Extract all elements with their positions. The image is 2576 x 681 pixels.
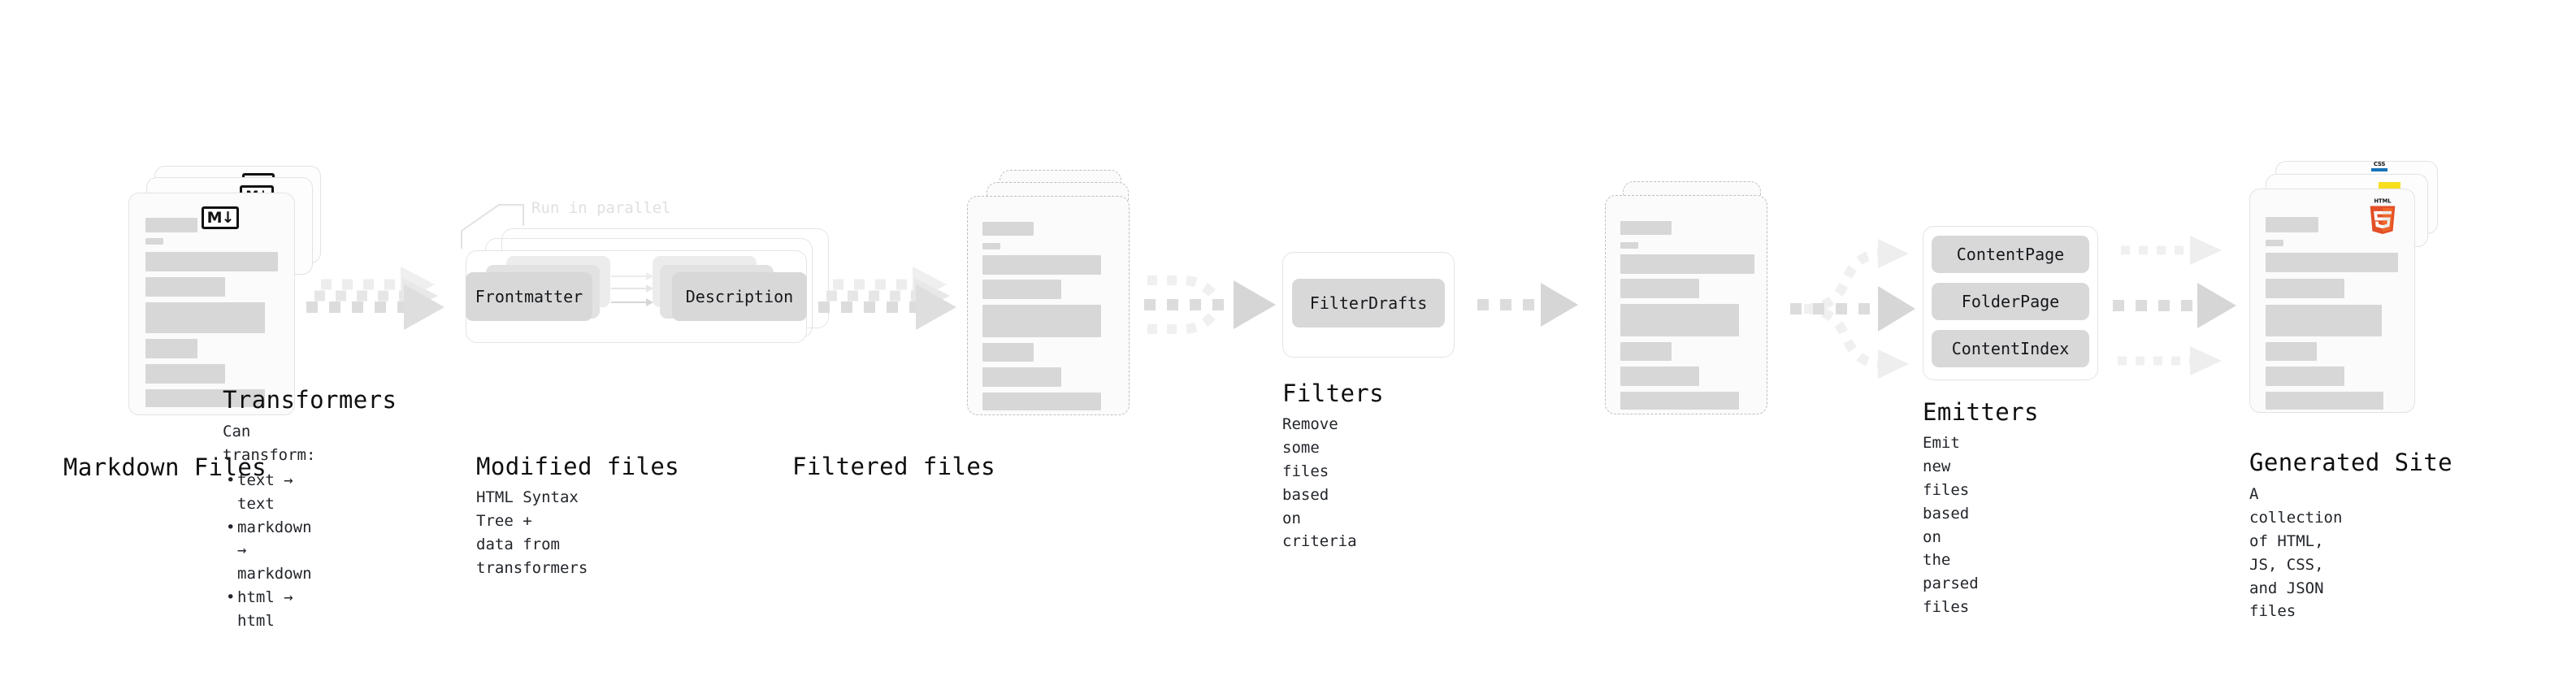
filters-chip-label: FilterDrafts bbox=[1309, 293, 1428, 313]
emitters-chip-folderpage[interactable]: FolderPage bbox=[1932, 283, 2089, 320]
transformer-chip-description[interactable]: Description bbox=[672, 272, 807, 321]
emitters-chip-contentindex[interactable]: ContentIndex bbox=[1932, 330, 2089, 367]
doc-bar bbox=[2266, 217, 2318, 232]
transformer-chip-label: Description bbox=[685, 287, 794, 306]
doc-bar bbox=[145, 389, 265, 407]
doc-bar bbox=[1620, 279, 1699, 298]
filtered-card-front bbox=[1605, 195, 1767, 414]
doc-bar bbox=[2266, 279, 2344, 298]
emitters-chip-contentpage[interactable]: ContentPage bbox=[1932, 236, 2089, 273]
emitters-chip-label: FolderPage bbox=[1961, 292, 2060, 311]
emitters-chip-label: ContentPage bbox=[1956, 245, 2065, 264]
doc-bar bbox=[145, 252, 278, 271]
step-desc-modified-files: HTML Syntax Tree + data from transformer… bbox=[476, 488, 588, 577]
list-item: html → html bbox=[223, 586, 315, 633]
connector-modified-to-filters bbox=[1138, 244, 1292, 366]
step-title-modified-files: Modified files bbox=[476, 453, 680, 480]
doc-bar bbox=[2266, 342, 2317, 361]
step-desc-emitters: Emit new files based on the parsed files bbox=[1923, 434, 1979, 617]
transformer-chip-frontmatter[interactable]: Frontmatter bbox=[466, 272, 592, 321]
doc-bar bbox=[2266, 392, 2383, 410]
step-desc-generated-site: A collection of HTML, JS, CSS, and JSON … bbox=[2249, 485, 2343, 621]
markdown-card-front bbox=[128, 193, 295, 415]
doc-bar bbox=[1620, 254, 1754, 274]
doc-bar bbox=[1620, 342, 1672, 361]
step-title-filters: Filters bbox=[1282, 380, 1385, 407]
doc-bar bbox=[982, 222, 1034, 236]
transformers-desc-intro: Can transform: bbox=[223, 423, 316, 464]
transformers-bullet-list: text → text markdown → markdown html → h… bbox=[223, 469, 315, 633]
doc-bar bbox=[2266, 367, 2344, 386]
doc-bar bbox=[982, 305, 1101, 337]
doc-bar bbox=[982, 367, 1061, 387]
doc-bar bbox=[982, 393, 1101, 410]
css3-icon-label: CSS bbox=[2373, 161, 2386, 167]
doc-bar bbox=[982, 343, 1034, 362]
markdown-icon: M↓ bbox=[202, 206, 239, 229]
connector-filtered-to-emitters bbox=[1776, 236, 1934, 382]
transformer-inner-arrows bbox=[611, 272, 653, 306]
parallel-label: Run in parallel bbox=[531, 199, 671, 217]
step-title-transformers: Transformers bbox=[223, 386, 397, 414]
doc-bar bbox=[145, 302, 265, 333]
doc-bar bbox=[1620, 367, 1699, 386]
doc-bar bbox=[145, 277, 225, 297]
doc-bar bbox=[982, 255, 1101, 275]
list-item: markdown → markdown bbox=[223, 516, 315, 587]
transformers-description-block: Can transform: text → text markdown → ma… bbox=[223, 420, 315, 633]
doc-bar bbox=[982, 280, 1061, 299]
doc-bar bbox=[2266, 305, 2382, 336]
step-title-emitters: Emitters bbox=[1923, 398, 2039, 426]
list-item: text → text bbox=[223, 469, 315, 516]
doc-bar bbox=[1620, 221, 1672, 235]
parallel-bracket-icon bbox=[461, 204, 524, 249]
doc-bar bbox=[2266, 253, 2398, 272]
emitters-chip-label: ContentIndex bbox=[1951, 339, 2070, 358]
connector-md-to-transformers bbox=[305, 260, 455, 349]
doc-bar bbox=[145, 364, 225, 384]
doc-bar bbox=[982, 243, 1000, 249]
filters-chip-filterdrafts[interactable]: FilterDrafts bbox=[1292, 279, 1445, 327]
doc-bar bbox=[2266, 240, 2283, 246]
transformer-chip-label: Frontmatter bbox=[475, 287, 583, 306]
svg-text:HTML: HTML bbox=[2374, 198, 2392, 205]
step-title-filtered-files: Filtered files bbox=[792, 453, 996, 480]
doc-bar bbox=[1620, 304, 1739, 336]
connector-emitters-to-site bbox=[2106, 232, 2253, 379]
modified-card-front bbox=[967, 196, 1130, 415]
doc-bar bbox=[1620, 392, 1739, 410]
step-desc-filters: Remove some files based on criteria bbox=[1282, 415, 1357, 551]
doc-bar bbox=[145, 218, 197, 232]
connector-transformers-to-modified bbox=[817, 260, 967, 349]
doc-bar bbox=[145, 339, 197, 358]
css3-icon: CSS bbox=[2371, 161, 2387, 171]
connector-filters-to-filtered bbox=[1463, 276, 1593, 333]
doc-bar bbox=[1620, 242, 1638, 249]
html5-icon: HTML bbox=[2370, 198, 2396, 235]
step-title-generated-site: Generated Site bbox=[2249, 449, 2453, 476]
doc-bar bbox=[145, 238, 163, 245]
